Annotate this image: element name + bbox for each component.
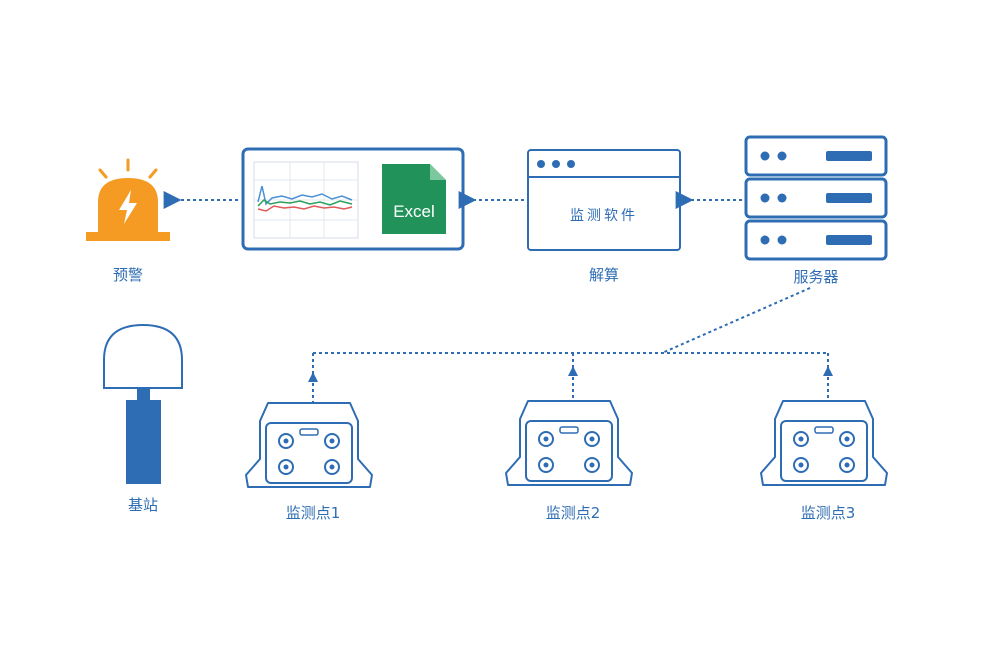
uplink-arrowheads — [308, 366, 833, 382]
excel-label: Excel — [393, 202, 435, 221]
monitor-point-2-label: 监测点2 — [545, 504, 601, 522]
data-link-lines — [312, 287, 829, 404]
data-output-box — [241, 147, 465, 251]
alarm-label: 预警 — [112, 266, 143, 284]
excel-file-icon — [382, 164, 446, 234]
siren-icon — [86, 158, 170, 241]
solve-label: 解算 — [588, 266, 619, 284]
monitor-point-3-label: 监测点3 — [800, 504, 856, 522]
gnss-receiver-icon — [245, 402, 373, 488]
monitor-point-1-label: 监测点1 — [285, 504, 341, 522]
browser-window-icon — [527, 149, 681, 251]
server-label: 服务器 — [793, 268, 839, 286]
base-station-label: 基站 — [127, 496, 158, 514]
gnss-receiver-icon — [760, 400, 888, 486]
gnss-receiver-icon — [505, 400, 633, 486]
gnss-antenna-icon — [103, 323, 183, 484]
software-label: 监测软件 — [570, 208, 638, 224]
line-chart-icon — [253, 161, 359, 239]
server-rack-icon — [744, 135, 888, 261]
